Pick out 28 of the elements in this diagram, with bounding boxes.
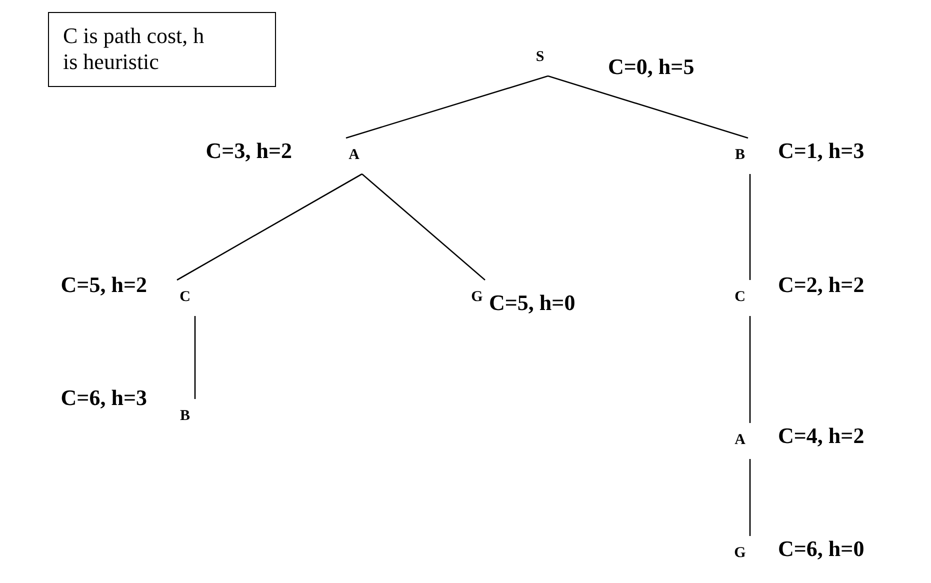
node-label: B bbox=[180, 408, 190, 424]
node-label: B bbox=[734, 146, 745, 164]
note-box bbox=[48, 12, 276, 87]
node-label: C bbox=[734, 288, 746, 306]
tree-edge bbox=[362, 174, 486, 280]
tree-edge bbox=[548, 75, 748, 139]
tree-edge bbox=[346, 75, 548, 139]
tree-edge bbox=[749, 174, 751, 280]
node-label: S bbox=[536, 48, 544, 66]
cost-label: C=1, h=3 bbox=[778, 138, 864, 164]
cost-label: C=5, h=0 bbox=[489, 290, 576, 316]
cost-label: C=5, h=2 bbox=[60, 272, 147, 298]
tree-edge bbox=[749, 316, 751, 423]
tree-edge bbox=[194, 316, 196, 399]
note-text: C is path cost, h is heuristic bbox=[63, 23, 205, 76]
cost-label: C=4, h=2 bbox=[778, 423, 864, 449]
cost-label: C=2, h=2 bbox=[778, 272, 864, 298]
cost-label: C=3, h=2 bbox=[206, 138, 292, 164]
cost-label: C=0, h=5 bbox=[608, 54, 694, 80]
tree-edge bbox=[749, 459, 751, 536]
tree-edge bbox=[176, 173, 362, 281]
node-label: A bbox=[348, 146, 360, 164]
cost-label: C=6, h=3 bbox=[60, 385, 147, 411]
node-label: C bbox=[180, 288, 190, 306]
node-label: G bbox=[734, 544, 746, 562]
node-label: A bbox=[734, 432, 746, 448]
node-label: G bbox=[471, 288, 483, 306]
cost-label: C=6, h=0 bbox=[778, 536, 864, 562]
